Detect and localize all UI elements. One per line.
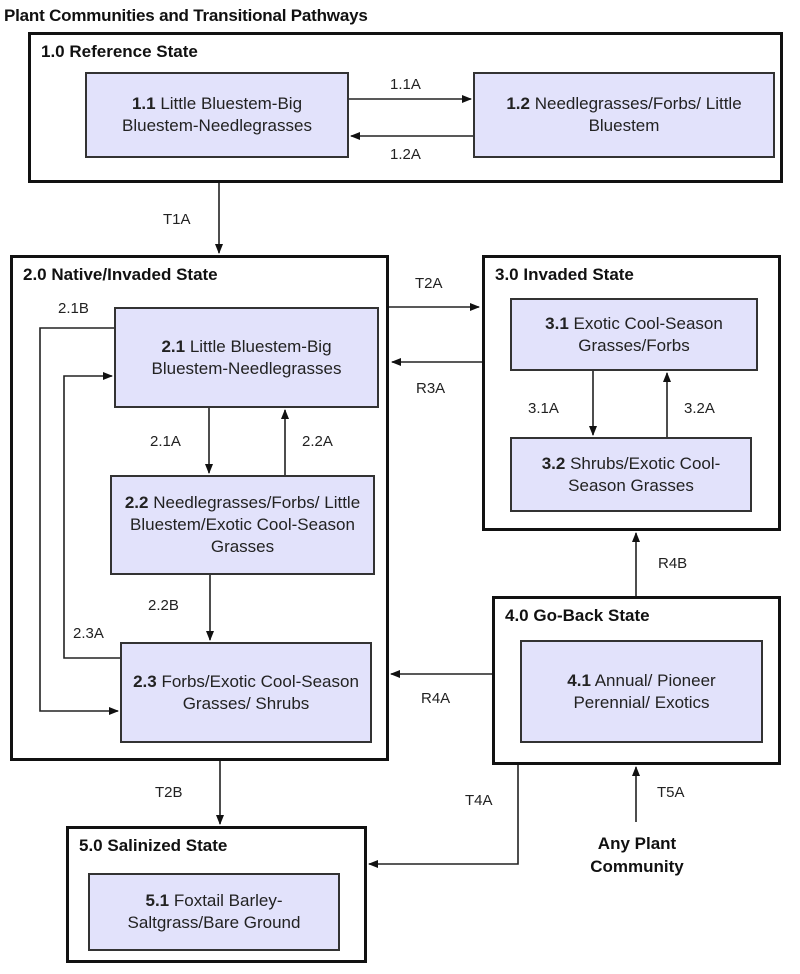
community-2-1[interactable]: 2.1 Little Bluestem-Big Bluestem-Needleg…: [114, 307, 379, 408]
community-name: Little Bluestem-Big Bluestem-Needlegrass…: [151, 336, 342, 378]
community-name: Needlegrasses/Forbs/ Little Bluestem: [534, 94, 742, 135]
arrow-T4A: [368, 765, 519, 868]
community-name: Shrubs/Exotic Cool-Season Grasses: [568, 453, 721, 495]
community-1-2[interactable]: 1.2 Needlegrasses/Forbs/ Little Bluestem: [473, 72, 775, 158]
pathway-label-T2B: T2B: [155, 784, 183, 801]
pathway-label-2-3A: 2.3A: [73, 625, 104, 642]
pathway-label-R4B: R4B: [658, 555, 688, 572]
community-3-1[interactable]: 3.1 Exotic Cool-Season Grasses/Forbs: [510, 298, 758, 371]
pathway-label-1-1A: 1.1A: [390, 76, 421, 93]
pathway-label-3-2A: 3.2A: [684, 400, 715, 417]
state-title: 1.0 Reference State: [41, 42, 198, 61]
state-title: 3.0 Invaded State: [495, 265, 634, 284]
state-title: 5.0 Salinized State: [79, 836, 228, 855]
pathway-label-1-2A: 1.2A: [390, 146, 421, 163]
community-name: Needlegrasses/Forbs/ Little Bluestem/Exo…: [130, 493, 361, 556]
pathway-label-T2A: T2A: [415, 275, 443, 292]
community-2-2[interactable]: 2.2 Needlegrasses/Forbs/ Little Bluestem…: [110, 475, 375, 575]
state-title: 2.0 Native/Invaded State: [23, 265, 218, 284]
pathway-label-2-2A: 2.2A: [302, 433, 333, 450]
pathway-label-3-1A: 3.1A: [528, 400, 559, 417]
state-title: 4.0 Go-Back State: [505, 606, 650, 625]
community-name: Little Bluestem-Big Bluestem-Needlegrass…: [122, 94, 312, 135]
community-name: Foxtail Barley-Saltgrass/Bare Ground: [127, 891, 301, 932]
community-id: 2.3: [133, 671, 157, 691]
community-id: 3.1: [545, 313, 569, 333]
pathway-label-2-2B: 2.2B: [148, 597, 179, 614]
community-id: 4.1: [567, 670, 591, 690]
community-id: 2.2: [124, 493, 149, 512]
any-plant-community-label: Any Plant Community: [590, 834, 684, 876]
community-name: Annual/ Pioneer Perennial/ Exotics: [573, 670, 716, 712]
community-id: 5.1: [145, 891, 170, 910]
diagram-title: Plant Communities and Transitional Pathw…: [4, 6, 368, 25]
community-5-1[interactable]: 5.1 Foxtail Barley-Saltgrass/Bare Ground: [88, 873, 340, 951]
community-name: Forbs/Exotic Cool-Season Grasses/ Shrubs: [161, 671, 359, 713]
community-id: 1.2: [506, 94, 530, 113]
community-id: 3.2: [541, 453, 566, 473]
pathway-label-T5A: T5A: [657, 784, 685, 801]
pathway-label-2-1B: 2.1B: [58, 300, 89, 317]
community-name: Exotic Cool-Season Grasses/Forbs: [573, 313, 723, 355]
pathway-label-T4A: T4A: [465, 792, 493, 809]
pathway-label-R3A: R3A: [416, 380, 446, 397]
pathway-label-2-1A: 2.1A: [150, 433, 181, 450]
community-1-1[interactable]: 1.1 Little Bluestem-Big Bluestem-Needleg…: [85, 72, 349, 158]
community-4-1[interactable]: 4.1 Annual/ Pioneer Perennial/ Exotics: [520, 640, 763, 743]
pathway-label-R4A: R4A: [421, 690, 451, 707]
community-id: 1.1: [131, 94, 156, 113]
community-id: 2.1: [161, 336, 186, 356]
community-3-2[interactable]: 3.2 Shrubs/Exotic Cool-Season Grasses: [510, 437, 752, 512]
community-2-3[interactable]: 2.3 Forbs/Exotic Cool-Season Grasses/ Sh…: [120, 642, 372, 743]
pathway-label-T1A: T1A: [163, 211, 191, 228]
